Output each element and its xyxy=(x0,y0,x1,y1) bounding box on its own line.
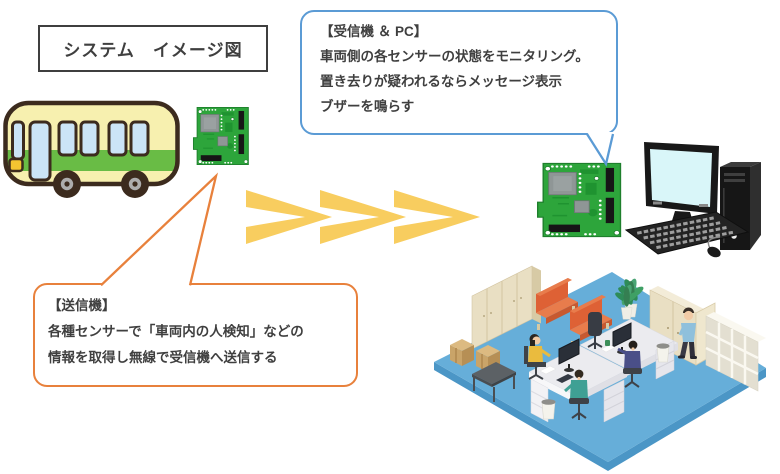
office-mug xyxy=(605,340,610,346)
bus-wheel xyxy=(121,170,149,198)
bus-door xyxy=(28,120,52,182)
bus-windshield xyxy=(11,120,25,161)
transmitter-callout: 【送信機】 各種センサーで「車両内の人検知」などの 情報を取得し無線で受信機へ送… xyxy=(33,283,358,387)
office-table xyxy=(472,362,516,402)
office-paper xyxy=(600,344,616,353)
office-trash-bin xyxy=(541,399,556,420)
transmitter-board-illustration xyxy=(192,106,249,166)
diagram-title-box: システム イメージ図 xyxy=(38,25,268,72)
receiver-callout-line-1: 車両側の各センサーの状態をモニタリング。 xyxy=(320,49,589,64)
receiver-callout-line-2: 置き去りが疑われるならメッセージ表示 xyxy=(320,74,563,89)
office-plant xyxy=(615,284,638,320)
desktop-pc-illustration xyxy=(624,142,761,258)
office-worker-standing xyxy=(678,307,697,359)
office-floor-edge xyxy=(434,362,766,471)
transmitter-callout-line-2: 情報を取得し無線で受信機へ送信する xyxy=(48,350,278,365)
office-trash-bin xyxy=(656,343,670,363)
bus-illustration xyxy=(3,100,180,198)
pc-mouse xyxy=(707,246,721,258)
receiver-callout-heading: 【受信機 ＆ PC】 xyxy=(320,24,428,39)
office-tablet xyxy=(556,374,574,383)
receiver-callout-line-3: ブザーを鳴らす xyxy=(320,99,415,114)
office-worker-seated xyxy=(524,334,551,380)
office-boxes xyxy=(450,339,500,372)
office-illustration xyxy=(434,265,766,471)
bus-headlight xyxy=(8,157,24,173)
office-shelf xyxy=(705,312,766,392)
office-bench xyxy=(536,278,578,330)
pc-mouse-cable xyxy=(707,236,721,249)
office-monitor xyxy=(558,338,580,372)
diagram-title: システム イメージ図 xyxy=(63,41,243,60)
office-paper xyxy=(539,365,557,375)
office-worker-seated xyxy=(617,340,642,388)
pc-keyboard xyxy=(624,211,750,255)
receiver-callout: 【受信機 ＆ PC】 車両側の各センサーの状態をモニタリング。 置き去りが疑われ… xyxy=(300,10,618,135)
transmitter-callout-line-1: 各種センサーで「車両内の人検知」などの xyxy=(48,324,304,339)
flow-arrows-icon xyxy=(246,190,480,244)
bus-wheel xyxy=(53,170,81,198)
office-worker-seated xyxy=(564,369,589,420)
office-tall-chair xyxy=(587,312,603,349)
transmitter-callout-heading: 【送信機】 xyxy=(48,298,116,313)
receiver-board-illustration xyxy=(536,162,622,238)
